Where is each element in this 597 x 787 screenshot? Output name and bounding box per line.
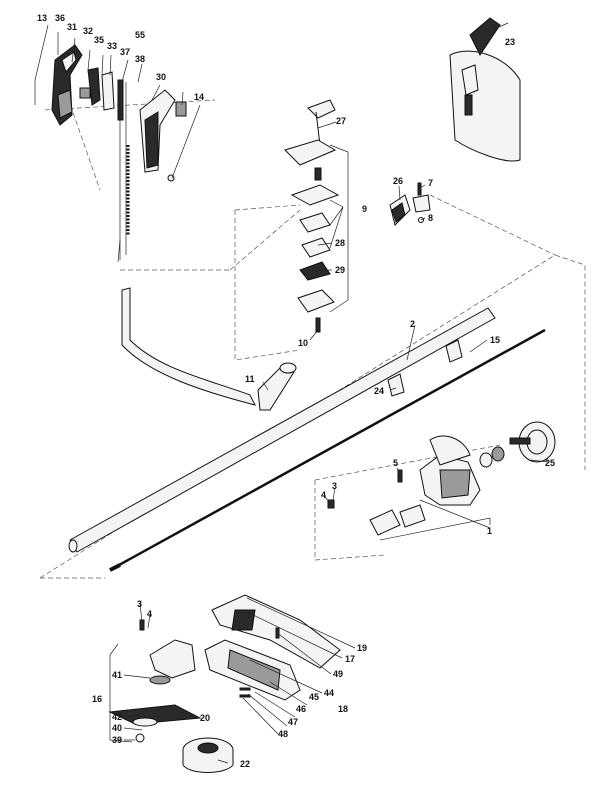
- label-38: 38: [135, 54, 145, 64]
- label-36: 36: [55, 13, 65, 23]
- label-48: 48: [278, 729, 288, 739]
- label-5: 5: [393, 458, 398, 468]
- handle-grip-30: [139, 89, 187, 182]
- label-49: 49: [333, 669, 343, 679]
- label-42: 42: [112, 712, 122, 722]
- trimmer-head-22: [182, 737, 234, 773]
- shoulder-harness-23: [449, 17, 521, 162]
- label-33: 33: [107, 41, 117, 51]
- clutch-drum-25: [479, 421, 556, 468]
- throttle-cables: [117, 82, 130, 263]
- label-17: 17: [345, 654, 355, 664]
- hanger-clips-24: [387, 339, 463, 397]
- label-35: 35: [94, 35, 104, 45]
- label-4-upper: 4: [321, 490, 326, 500]
- label-27: 27: [336, 116, 346, 126]
- gear-head-assembly: [108, 619, 202, 743]
- throttle-handle-assembly: [51, 44, 124, 126]
- label-7: 7: [428, 178, 433, 188]
- label-55: 55: [135, 30, 145, 40]
- label-39: 39: [112, 735, 122, 745]
- label-29: 29: [335, 265, 345, 275]
- inner-drive-shaft-15: [109, 328, 546, 572]
- label-1: 1: [487, 526, 492, 536]
- label-18: 18: [338, 704, 348, 714]
- label-32: 32: [83, 26, 93, 36]
- label-46: 46: [296, 704, 306, 714]
- cable-clamp-26: [389, 182, 431, 226]
- label-31: 31: [67, 22, 77, 32]
- label-41: 41: [112, 670, 122, 680]
- drive-shaft-tube-2: [68, 307, 496, 553]
- label-44: 44: [324, 688, 334, 698]
- label-13: 13: [37, 13, 47, 23]
- label-40: 40: [112, 723, 122, 733]
- label-37: 37: [120, 47, 130, 57]
- label-10: 10: [298, 338, 308, 348]
- label-16: 16: [92, 694, 102, 704]
- leader-lines: [34, 22, 549, 764]
- label-26: 26: [393, 176, 403, 186]
- label-9: 9: [362, 204, 367, 214]
- label-25: 25: [545, 458, 555, 468]
- part-labels: 13 36 31 32 35 33 37 55 38 30 14 23 27 2…: [37, 13, 555, 769]
- label-8: 8: [428, 213, 433, 223]
- label-15: 15: [490, 335, 500, 345]
- label-3-lower: 3: [137, 599, 142, 609]
- label-2: 2: [410, 319, 415, 329]
- label-28: 28: [335, 238, 345, 248]
- label-23: 23: [505, 37, 515, 47]
- handle-clamp-stack: [284, 99, 349, 333]
- label-14: 14: [194, 92, 204, 102]
- label-4-lower: 4: [147, 609, 152, 619]
- clutch-housing-1: [327, 435, 491, 541]
- label-24: 24: [374, 386, 384, 396]
- label-22: 22: [240, 759, 250, 769]
- label-3-upper: 3: [332, 481, 337, 491]
- loop-handle-11: [121, 287, 297, 411]
- label-19: 19: [357, 643, 367, 653]
- label-47: 47: [288, 717, 298, 727]
- label-45: 45: [309, 692, 319, 702]
- assembly-outlines: [39, 74, 586, 579]
- label-11: 11: [245, 374, 255, 384]
- label-30: 30: [156, 72, 166, 82]
- guard-assembly-18: [204, 594, 341, 701]
- label-20: 20: [200, 713, 210, 723]
